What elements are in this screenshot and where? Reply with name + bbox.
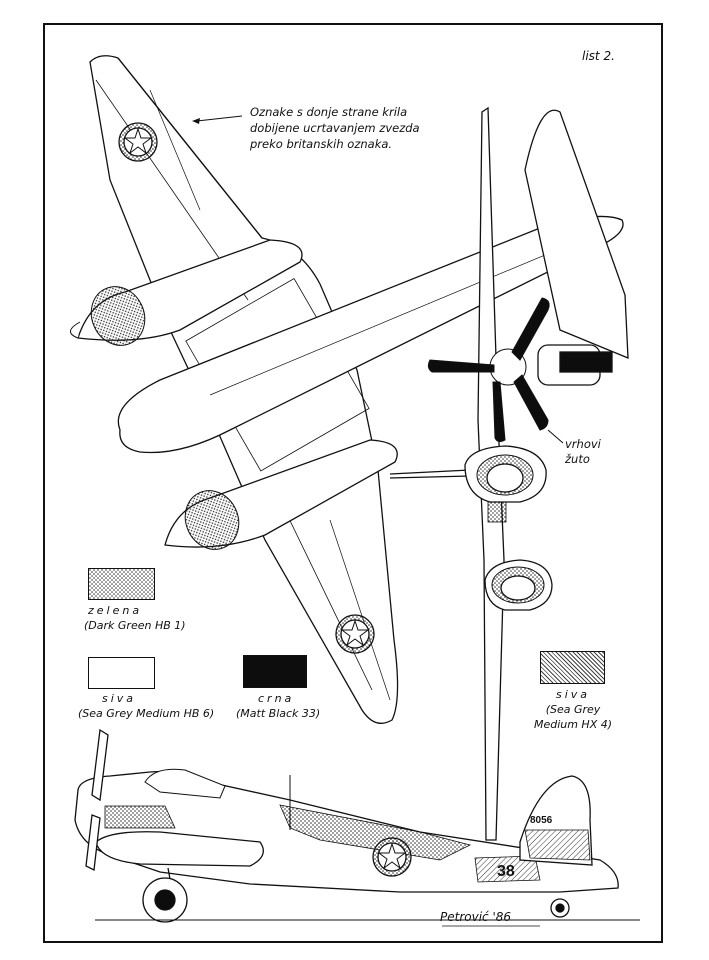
legend-label-sea-grey-hx4: siva (Sea Grey Medium HX 4) <box>528 687 618 732</box>
front-nacelle-upper <box>464 445 547 503</box>
side-canopy <box>144 768 226 799</box>
note-leader-line <box>196 115 243 122</box>
legend-detail-dark-green: (Dark Green HB 1) <box>84 619 186 632</box>
propeller-tips-note: vrhovi žuto <box>565 437 601 467</box>
roundel-wing-upper <box>118 122 158 162</box>
fuselage-code: 38 <box>497 863 515 880</box>
side-view <box>74 728 640 923</box>
roundel-fuselage <box>372 837 412 877</box>
front-nacelle-lower <box>484 559 553 611</box>
note-line-1: Oznake s donje strane krila <box>250 105 408 119</box>
roundel-wing-lower <box>335 614 375 654</box>
note-line-2: dobijene ucrtavanjem zvezda <box>250 121 420 135</box>
tips-line-2: žuto <box>565 452 590 466</box>
tips-line-1: vrhovi <box>565 437 601 451</box>
legend-name-sea-grey-hx4: siva <box>555 688 591 701</box>
sheet-label: list 2. <box>582 49 615 63</box>
legend-label-matt-black: crna (Matt Black 33) <box>236 691 346 721</box>
legend-detail-sea-grey-hx4-line-2: Medium HX 4) <box>533 718 613 731</box>
serial-number: 8056 <box>530 815 553 826</box>
note-arrowhead <box>192 118 200 124</box>
legend-swatch-matt-black <box>243 655 307 688</box>
legend-detail-matt-black: (Matt Black 33) <box>236 707 321 720</box>
front-view-tail-fin <box>524 109 629 359</box>
artist-signature: Petrović '86 <box>440 910 512 924</box>
legend-swatch-sea-grey-hx4 <box>540 651 605 684</box>
tips-leader-line <box>547 429 564 444</box>
legend-detail-sea-grey-hb6: (Sea Grey Medium HB 6) <box>78 707 215 720</box>
note-line-3: preko britanskih oznaka. <box>250 137 393 151</box>
legend-name-matt-black: crna <box>258 692 295 705</box>
legend-name-sea-grey-hb6: siva <box>102 692 137 705</box>
legend-detail-sea-grey-hx4-line-1: (Sea Grey <box>545 703 601 716</box>
legend-swatch-sea-grey-hb6 <box>88 657 155 689</box>
propeller <box>427 297 550 443</box>
legend-label-dark-green: zelena (Dark Green HB 1) <box>84 603 204 633</box>
legend-label-sea-grey-hb6: siva (Sea Grey Medium HB 6) <box>78 691 228 721</box>
legend-swatch-dark-green <box>88 568 155 600</box>
underwing-marking-note: Oznake s donje strane krila dobijene ucr… <box>250 104 420 152</box>
legend-name-dark-green: zelena <box>88 604 143 617</box>
sheet-border <box>43 23 663 943</box>
front-view <box>389 106 629 841</box>
